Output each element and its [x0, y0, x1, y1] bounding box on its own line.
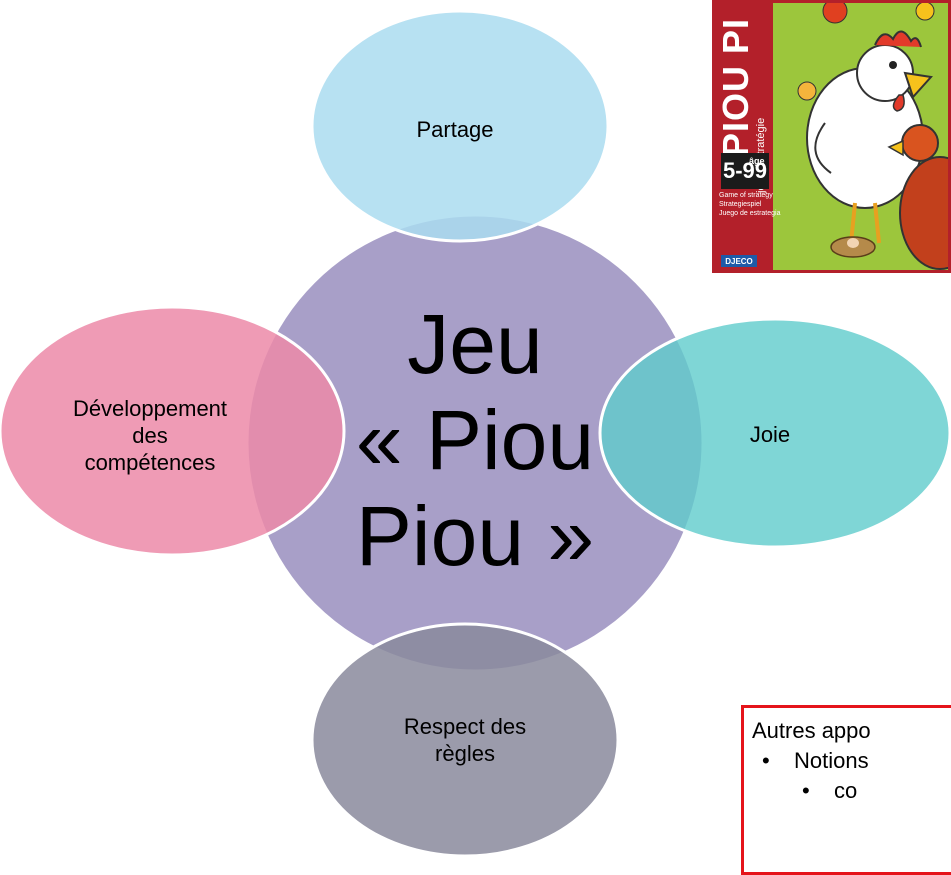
game-box-title: PIOU PI [715, 17, 756, 157]
developpement-label: Développement des compétences [72, 395, 228, 475]
partage-label: Partage [416, 117, 494, 142]
age-value: 5-99 [722, 158, 768, 183]
game-box-languages: Game of strategy Strategiespiel Juego de… [719, 191, 809, 218]
callout-item: • co [802, 778, 857, 804]
game-box-image: PIOU PI jeu de stratégie 5-99 âge Game o… [712, 0, 951, 273]
respect-label: Respect des règles [403, 714, 527, 766]
bullet: • [802, 778, 810, 803]
center-label: Jeu « Piou Piou » [355, 297, 595, 583]
bullet: • [762, 748, 770, 773]
callout-item: • Notions [762, 748, 869, 774]
lang-line: Strategiespiel [719, 201, 762, 208]
lang-line: Game of strategy [719, 192, 773, 199]
callout-item-text: co [834, 778, 858, 803]
game-box-age: 5-99 âge [721, 153, 769, 189]
bottom-ellipse [310, 622, 620, 856]
joie-label: Joie [749, 422, 791, 447]
callout-title: Autres appo [752, 718, 871, 743]
callout-box: Autres appo • Notions • co [741, 705, 951, 875]
chicken-illustration [797, 3, 948, 270]
right-ellipse [598, 317, 951, 549]
top-ellipse [310, 9, 610, 243]
age-label: âge [749, 156, 765, 166]
left-ellipse [0, 305, 346, 557]
diagram-canvas [0, 9, 951, 856]
callout-item-text: Notions [794, 748, 869, 773]
game-box-spine: PIOU PI jeu de stratégie [715, 3, 773, 270]
lang-line: Juego de estrategia [719, 210, 781, 217]
djeco-logo: DJECO [721, 255, 757, 267]
